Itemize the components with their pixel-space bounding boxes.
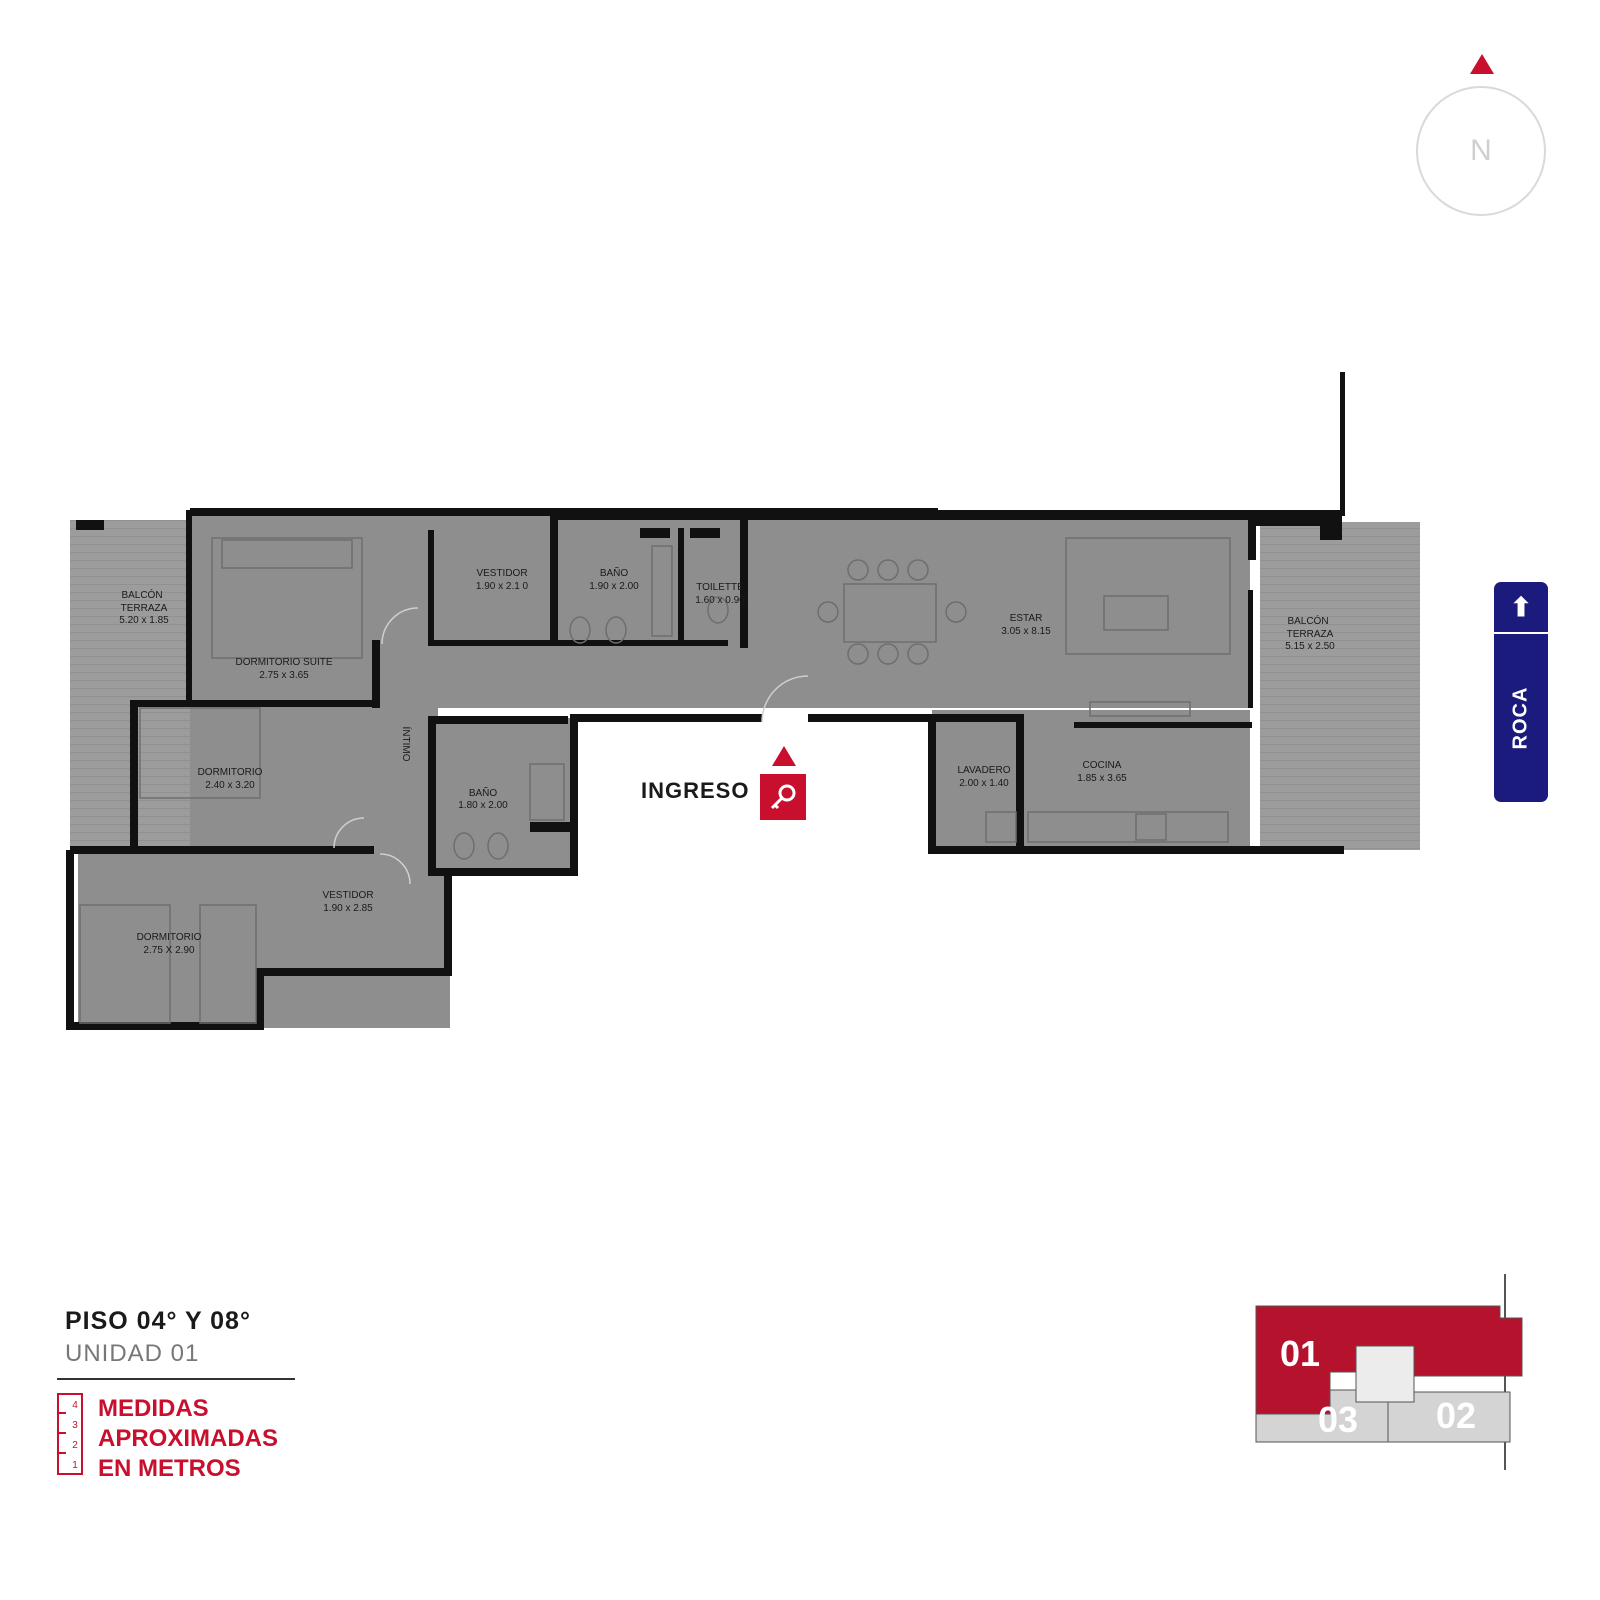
key-plan: 01 03 02 [1255, 1274, 1523, 1470]
entrance-label: INGRESO [641, 778, 750, 803]
room-name: BAÑO [469, 786, 498, 799]
room-dims: 1.80 x 2.00 [458, 800, 508, 811]
compass-label: N [1470, 134, 1492, 167]
tv-console [1089, 701, 1191, 717]
scale-mark: 3 [72, 1420, 78, 1431]
key-unit-label: 02 [1436, 1395, 1476, 1436]
street-sign: ⬆ ROCA [1494, 582, 1548, 802]
room-dims: 1.90 x 2.00 [589, 581, 639, 592]
room-name: TERRAZA [121, 603, 168, 614]
room-name: COCINA [1083, 760, 1122, 771]
room-dims: 2.75 X 2.90 [143, 945, 195, 956]
room-name: TERRAZA [1287, 629, 1334, 640]
terrace-east [1260, 522, 1420, 850]
room-dims: 2.40 x 3.20 [205, 780, 255, 791]
room-dims: 5.20 x 1.85 [119, 615, 169, 626]
key-core [1355, 1345, 1415, 1403]
bed-dormitorio-3a [79, 904, 171, 1024]
street-divider [1494, 632, 1548, 634]
bed-dormitorio-2 [139, 707, 261, 799]
scale-mark: 4 [72, 1400, 78, 1411]
floor-title: PISO 04° Y 08° [65, 1307, 251, 1335]
sofa [1065, 537, 1231, 655]
bed-dormitorio-3b [199, 904, 257, 1024]
room-name: LAVADERO [958, 765, 1011, 776]
room-dims: 1.85 x 3.65 [1077, 773, 1127, 784]
doors [333, 607, 809, 885]
room-name: BALCÓN [121, 588, 162, 601]
north-arrow-icon [1470, 54, 1494, 74]
room-name: VESTIDOR [476, 568, 527, 579]
room-name: DORMITORIO [198, 767, 263, 778]
room-name: BALCÓN [1287, 614, 1328, 627]
scale-mark: 1 [72, 1460, 78, 1471]
key-icon [760, 774, 806, 820]
furniture [79, 537, 1231, 1024]
entrance-arrow-icon [772, 746, 796, 766]
street-name: ROCA [1509, 686, 1532, 750]
measure-line: MEDIDAS [98, 1395, 209, 1422]
key-unit-label: 01 [1280, 1333, 1320, 1374]
bed-suite [211, 537, 363, 659]
measure-note: MEDIDAS APROXIMADAS EN METROS [98, 1394, 278, 1484]
unit-name: UNIDAD 01 [65, 1340, 200, 1367]
tub-bano-2 [529, 763, 565, 821]
room-name: DORMITORIO [137, 932, 202, 943]
room-dims: 3.05 x 8.15 [1001, 626, 1051, 637]
room-dims: 2.75 x 3.65 [259, 670, 309, 681]
dining-table [843, 583, 937, 643]
room-name: BAÑO [600, 566, 629, 579]
room-name: VESTIDOR [322, 890, 373, 901]
key-unit-label: 03 [1318, 1399, 1358, 1440]
room-name: ESTAR [1010, 613, 1043, 624]
room-dims: 2.00 x 1.40 [959, 778, 1009, 789]
tub-suite [651, 545, 673, 637]
compass: N [1416, 86, 1546, 216]
room-dims: 1.60 x 0.90 [695, 595, 745, 606]
room-dims: 1.90 x 2.85 [323, 903, 373, 914]
room-dims: 1.90 x 2.1 0 [476, 581, 529, 592]
terraces [70, 520, 1420, 850]
measure-line: APROXIMADAS [98, 1425, 279, 1452]
floor-areas [78, 510, 1250, 1028]
divider [57, 1378, 295, 1380]
room-name: DORMITORIO SUITE [235, 657, 332, 668]
ruler-icon: 4 3 2 1 [57, 1393, 83, 1475]
counter-cocina [1027, 811, 1229, 843]
room-name: TOILETTE [696, 582, 744, 593]
measure-line: EN METROS [98, 1455, 241, 1482]
scale-mark: 2 [72, 1440, 78, 1451]
room-labels: BALCÓN TERRAZA 5.20 x 1.85 DORMITORIO SU… [119, 566, 1335, 956]
street-arrow-icon: ⬆ [1510, 591, 1532, 622]
room-name: ÍNTIMO [400, 727, 413, 762]
room-dims: 5.15 x 2.50 [1285, 641, 1335, 652]
